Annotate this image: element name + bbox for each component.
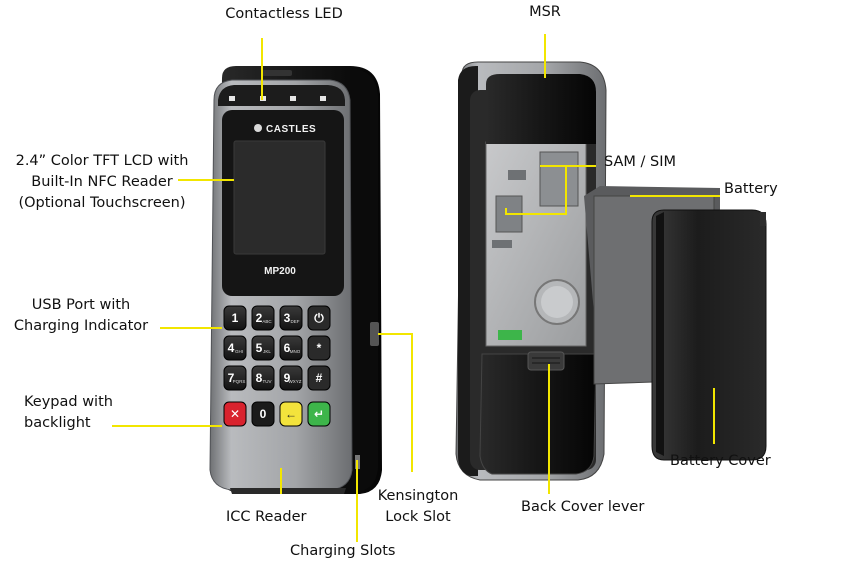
label-back-cover-lever: Back Cover lever [521, 499, 645, 515]
function-key-2[interactable]: ← [279, 401, 303, 427]
key-cap [307, 401, 331, 427]
key-sublabel: WXYZ [289, 379, 302, 384]
callout-lines [112, 34, 720, 542]
label-icc-reader: ICC Reader [226, 509, 307, 525]
key-label: 4 [228, 341, 235, 355]
key-label: ✕ [230, 407, 240, 421]
label-charging-slots: Charging Slots [290, 543, 396, 559]
key-label: 6 [284, 341, 291, 355]
led-3 [290, 96, 296, 101]
key-11[interactable]: # [307, 365, 331, 391]
key-label: 8 [256, 371, 263, 385]
label-contactless-led: Contactless LED [225, 6, 343, 22]
key-cap [307, 305, 331, 331]
led-1 [229, 96, 235, 101]
key-cap [251, 305, 275, 331]
brand-logo-icon [254, 124, 262, 132]
key-sublabel: ABC [262, 319, 272, 324]
label-usb-line1: USB Port with [31, 297, 131, 313]
label-lcd-line1: 2.4” Color TFT LCD with [15, 153, 189, 169]
key-label: ↵ [314, 407, 324, 421]
key-sublabel: DEF [291, 319, 300, 324]
key-cap [223, 365, 247, 391]
key-7[interactable]: * [307, 335, 331, 361]
key-label: 2 [256, 311, 263, 325]
key-cap [251, 401, 275, 427]
label-kensington: Kensington Lock Slot [370, 486, 466, 528]
battery-cover-part [651, 209, 767, 461]
brand-name: CASTLES [266, 124, 316, 135]
label-usb: USB Port with Charging Indicator [6, 295, 156, 337]
label-lcd-line2: Built-In NFC Reader [31, 174, 173, 190]
key-sublabel: PQRS [233, 379, 246, 384]
key-cap [279, 335, 303, 361]
key-cap [251, 335, 275, 361]
back-device [455, 61, 607, 481]
key-cap [279, 365, 303, 391]
key-cap [307, 365, 331, 391]
key-cap [279, 305, 303, 331]
msr-module [486, 74, 596, 144]
led-4 [320, 96, 326, 101]
function-key-1[interactable]: 0 [251, 401, 275, 427]
function-key-0[interactable]: ✕ [223, 401, 247, 427]
key-cap [251, 365, 275, 391]
label-lcd-line3: (Optional Touchscreen) [18, 195, 186, 211]
function-key-3[interactable]: ↵ [307, 401, 331, 427]
key-label: * [317, 341, 322, 355]
back-cover-lever [527, 351, 565, 371]
key-label: 7 [228, 371, 235, 385]
key-sublabel: JKL [263, 349, 271, 354]
key-label: ← [285, 407, 297, 421]
key-sublabel: TUV [263, 379, 272, 384]
key-label: ⏻ [314, 311, 324, 325]
lcd-screen [233, 140, 326, 255]
label-usb-line2: Charging Indicator [13, 318, 149, 334]
label-battery-cover: Battery Cover [670, 453, 771, 469]
label-msr: MSR [529, 4, 561, 20]
label-keypad-line1: Keypad with [24, 394, 113, 410]
key-label: 9 [284, 371, 291, 385]
key-cap [223, 335, 247, 361]
key-cap [223, 401, 247, 427]
label-battery: Battery [724, 181, 778, 197]
key-label: # [316, 371, 323, 385]
key-sublabel: GHI [235, 349, 243, 354]
key-3[interactable]: ⏻ [307, 305, 331, 331]
usb-port [370, 322, 379, 346]
label-keypad: Keypad with backlight [24, 392, 113, 434]
key-cap [223, 305, 247, 331]
label-sam-sim: SAM / SIM [604, 154, 676, 170]
key-0[interactable]: 1 [223, 305, 247, 331]
model-name: MP200 [264, 266, 296, 277]
key-cap [279, 401, 303, 427]
key-label: 5 [256, 341, 263, 355]
label-kensington-line2: Lock Slot [385, 509, 451, 525]
key-label: 1 [232, 311, 239, 325]
back-cover [479, 353, 597, 475]
key-label: 3 [284, 311, 291, 325]
label-kensington-line1: Kensington [377, 488, 459, 504]
key-label: 0 [260, 407, 267, 421]
key-cap [307, 335, 331, 361]
label-keypad-line2: backlight [24, 415, 91, 431]
key-sublabel: MNO [290, 349, 301, 354]
label-lcd: 2.4” Color TFT LCD with Built-In NFC Rea… [8, 151, 196, 214]
